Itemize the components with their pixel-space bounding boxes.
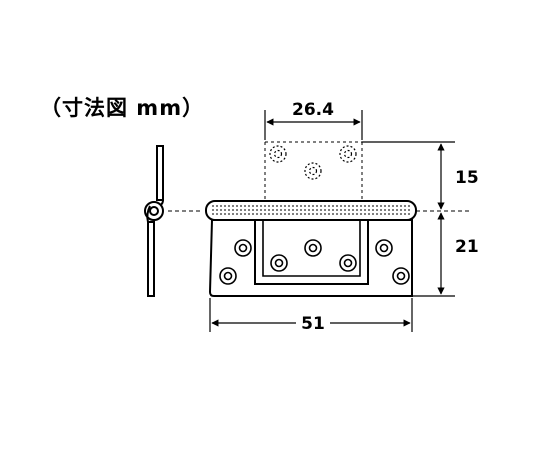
dim-lower-leaf-height: [412, 212, 455, 297]
lower-leaf-holes: [219, 239, 410, 285]
dim-hole-spacing: [264, 110, 363, 140]
dim-upper-leaf-height: [362, 141, 455, 210]
upper-leaf-holes: [269, 145, 357, 180]
hinge-knuckle: [205, 200, 417, 221]
upper-leaf-outline: [264, 141, 363, 203]
label-total-width: 51: [301, 314, 325, 334]
label-lower-leaf-height: 21: [455, 237, 479, 257]
label-upper-leaf-height: 15: [455, 168, 479, 188]
hinge-side-view: [144, 145, 164, 297]
lower-leaf: [208, 219, 413, 297]
dim-total-width: [209, 298, 413, 332]
label-hole-spacing: 26.4: [292, 100, 334, 120]
drawing-title: （寸法図 mm）: [40, 96, 205, 120]
